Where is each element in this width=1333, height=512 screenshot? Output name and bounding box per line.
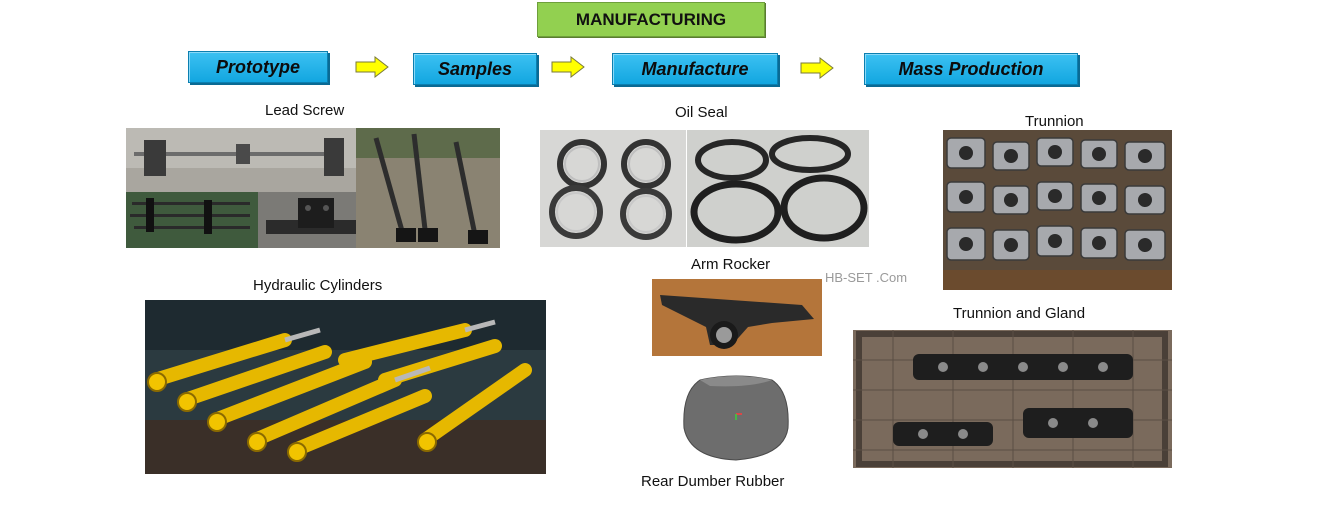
rear-dumber-rubber-render — [680, 372, 792, 464]
step-samples: Samples — [413, 53, 537, 85]
step-prototype: Prototype — [188, 51, 328, 83]
caption-arm-rocker: Arm Rocker — [691, 256, 771, 273]
page-title: MANUFACTURING — [537, 2, 765, 37]
caption-rear-dumber-rubber: Rear Dumber Rubber — [641, 473, 785, 490]
lead-screw-photo — [126, 128, 500, 248]
step-mass-production: Mass Production — [864, 53, 1078, 85]
trunnion-and-gland-photo — [853, 330, 1172, 468]
right-arrow-icon — [355, 56, 389, 78]
step-manufacture: Manufacture — [612, 53, 778, 85]
caption-trunnion: Trunnion — [1025, 113, 1084, 130]
trunnion-photo — [943, 130, 1172, 290]
arm-rocker-photo — [652, 279, 822, 356]
caption-trunnion-and-gland: Trunnion and Gland — [953, 305, 1086, 322]
caption-lead-screw: Lead Screw — [265, 102, 345, 119]
hydraulic-cylinders-photo — [145, 300, 546, 474]
caption-hydraulic-cylinders: Hydraulic Cylinders — [253, 277, 383, 294]
right-arrow-icon — [800, 57, 834, 79]
oil-seal-photo — [540, 130, 869, 247]
caption-oil-seal: Oil Seal — [675, 104, 728, 121]
right-arrow-icon — [551, 56, 585, 78]
watermark: HB-SET .Com — [825, 270, 908, 285]
